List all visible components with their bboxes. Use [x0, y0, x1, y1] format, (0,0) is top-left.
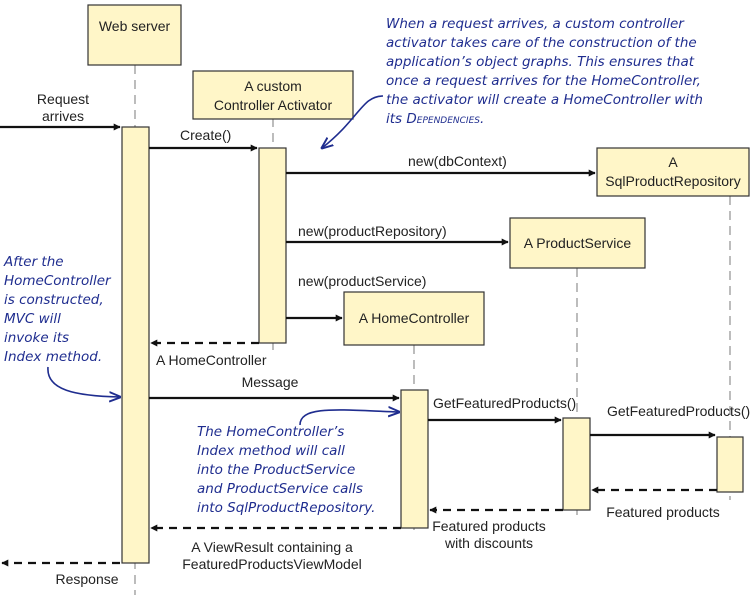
top-note-period: .: [480, 111, 484, 127]
left-note-pointer: [47, 366, 120, 397]
top-note-line: application’s object graphs. This ensure…: [386, 54, 695, 70]
middle-note-line: The HomeController’s: [197, 424, 344, 440]
request-label-line1: Request: [37, 91, 89, 107]
response-label: Response: [55, 571, 118, 587]
left-note: After the HomeController is constructed,…: [3, 254, 112, 365]
top-note-line: once a request arrives for the HomeContr…: [386, 73, 701, 89]
left-note-line: MVC will: [4, 311, 61, 327]
return-home-controller-label: A HomeController: [156, 352, 267, 368]
web-server-label: Web server: [99, 18, 171, 34]
product-service-label: A ProductService: [524, 235, 632, 251]
dependencies-term: Dependencies: [406, 111, 480, 127]
activator-label-line2: Controller Activator: [214, 97, 333, 113]
top-note-last-line: its Dependencies.: [386, 111, 484, 127]
activator-activation: [258, 147, 287, 344]
featured-discounts-label-line2: with discounts: [444, 535, 533, 551]
product-service-activation: [562, 417, 591, 511]
viewresult-label-line2: FeaturedProductsViewModel: [182, 556, 362, 572]
get-featured-products-label-1: GetFeaturedProducts(): [433, 395, 576, 411]
left-note-line: After the: [3, 254, 64, 270]
home-controller-activation: [400, 389, 429, 529]
repository-box: A SqlProductRepository: [596, 147, 750, 197]
left-note-line: Index method.: [4, 349, 102, 365]
middle-note-line: Index method will call: [197, 443, 345, 459]
top-note-pointer: [322, 95, 384, 148]
featured-products-label: Featured products: [606, 504, 720, 520]
create-label: Create(): [180, 127, 231, 143]
activator-label-line1: A custom: [244, 78, 302, 94]
repository-label-line2: SqlProductRepository: [605, 173, 740, 189]
home-controller-box: A HomeController: [343, 291, 485, 346]
middle-note-line: and ProductService calls: [197, 481, 363, 497]
activator-box: A custom Controller Activator: [192, 70, 354, 120]
new-dbcontext-label: new(dbContext): [408, 153, 507, 169]
top-note-line: its: [386, 111, 406, 127]
repository-activation: [716, 436, 744, 493]
middle-note: The HomeController’s Index method will c…: [197, 424, 375, 516]
request-label-line2: arrives: [42, 108, 84, 124]
middle-note-line: into the ProductService: [197, 462, 355, 478]
web-server-activation: [121, 126, 150, 564]
left-note-line: HomeController: [4, 273, 112, 289]
middle-note-line: into SqlProductRepository.: [197, 500, 375, 516]
home-controller-label: A HomeController: [359, 310, 470, 326]
product-service-box: A ProductService: [509, 217, 646, 269]
repository-label-line1: A: [668, 154, 678, 170]
get-featured-products-label-2: GetFeaturedProducts(): [607, 403, 750, 419]
message-label: Message: [242, 374, 299, 390]
new-repository-label: new(productRepository): [298, 223, 447, 239]
viewresult-label-line1: A ViewResult containing a: [191, 539, 353, 555]
left-note-line: invoke its: [4, 330, 69, 346]
top-note: When a request arrives, a custom control…: [386, 16, 703, 127]
top-note-line: activator takes care of the construction…: [386, 35, 697, 51]
web-server-box: Web server: [87, 4, 182, 66]
featured-discounts-label-line1: Featured products: [432, 518, 546, 534]
top-note-line: the activator will create a HomeControll…: [386, 92, 703, 108]
left-note-line: is constructed,: [4, 292, 104, 308]
top-note-line: When a request arrives, a custom control…: [386, 16, 685, 32]
middle-note-pointer: [299, 410, 399, 426]
new-service-label: new(productService): [298, 273, 426, 289]
